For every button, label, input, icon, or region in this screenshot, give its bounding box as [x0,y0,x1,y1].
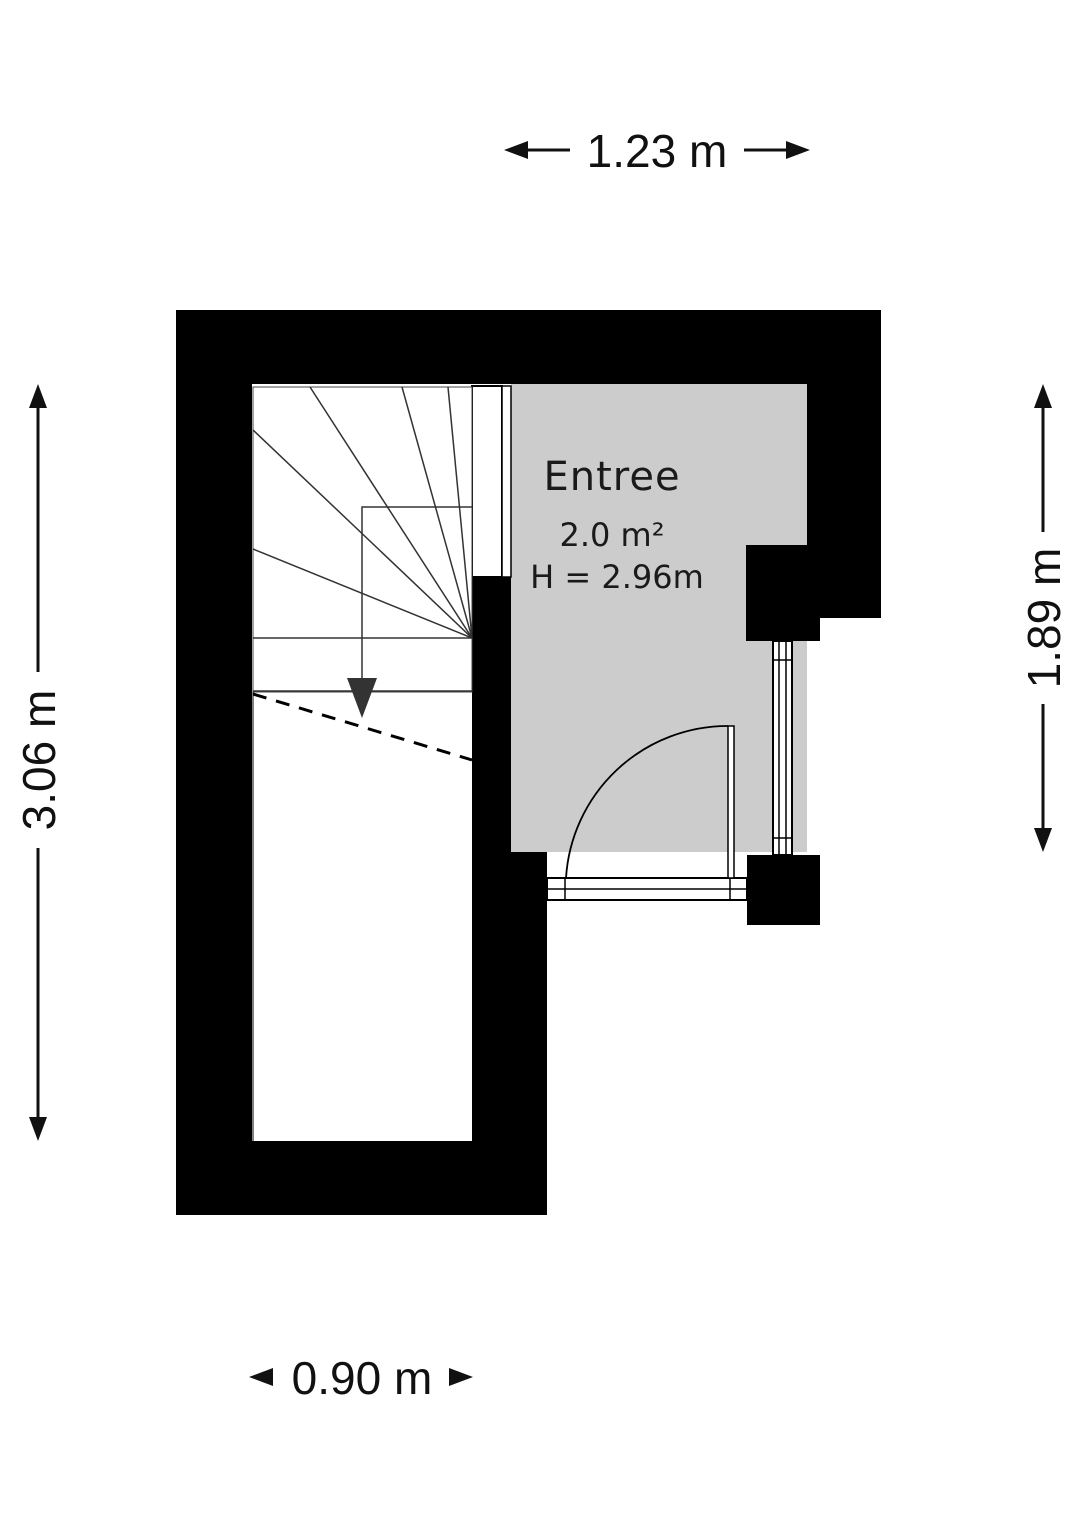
walls [176,310,881,1215]
top-dimension: 1.23 m [504,125,810,177]
left-dimension: 3.06 m [13,384,65,1141]
room-name: Entree [543,454,680,500]
entree-floor-lower [511,545,746,852]
bottom-dimension: 0.90 m [249,1352,473,1404]
left-dimension-label: 3.06 m [13,690,65,831]
top-dimension-label: 1.23 m [587,125,728,177]
partition-strip [471,385,503,578]
bottom-dimension-label: 0.90 m [292,1352,433,1404]
window-icon [772,640,793,856]
staircase [252,386,473,762]
partition-edge [501,385,512,578]
room-height: H = 2.96m [530,558,704,596]
down-arrow-icon [347,678,377,718]
door-swing-icon [565,725,735,879]
room-area: 2.0 m² [559,516,664,554]
door-threshold [546,877,748,901]
right-dimension: 1.89 m [1018,384,1070,852]
right-dimension-label: 1.89 m [1018,548,1070,689]
